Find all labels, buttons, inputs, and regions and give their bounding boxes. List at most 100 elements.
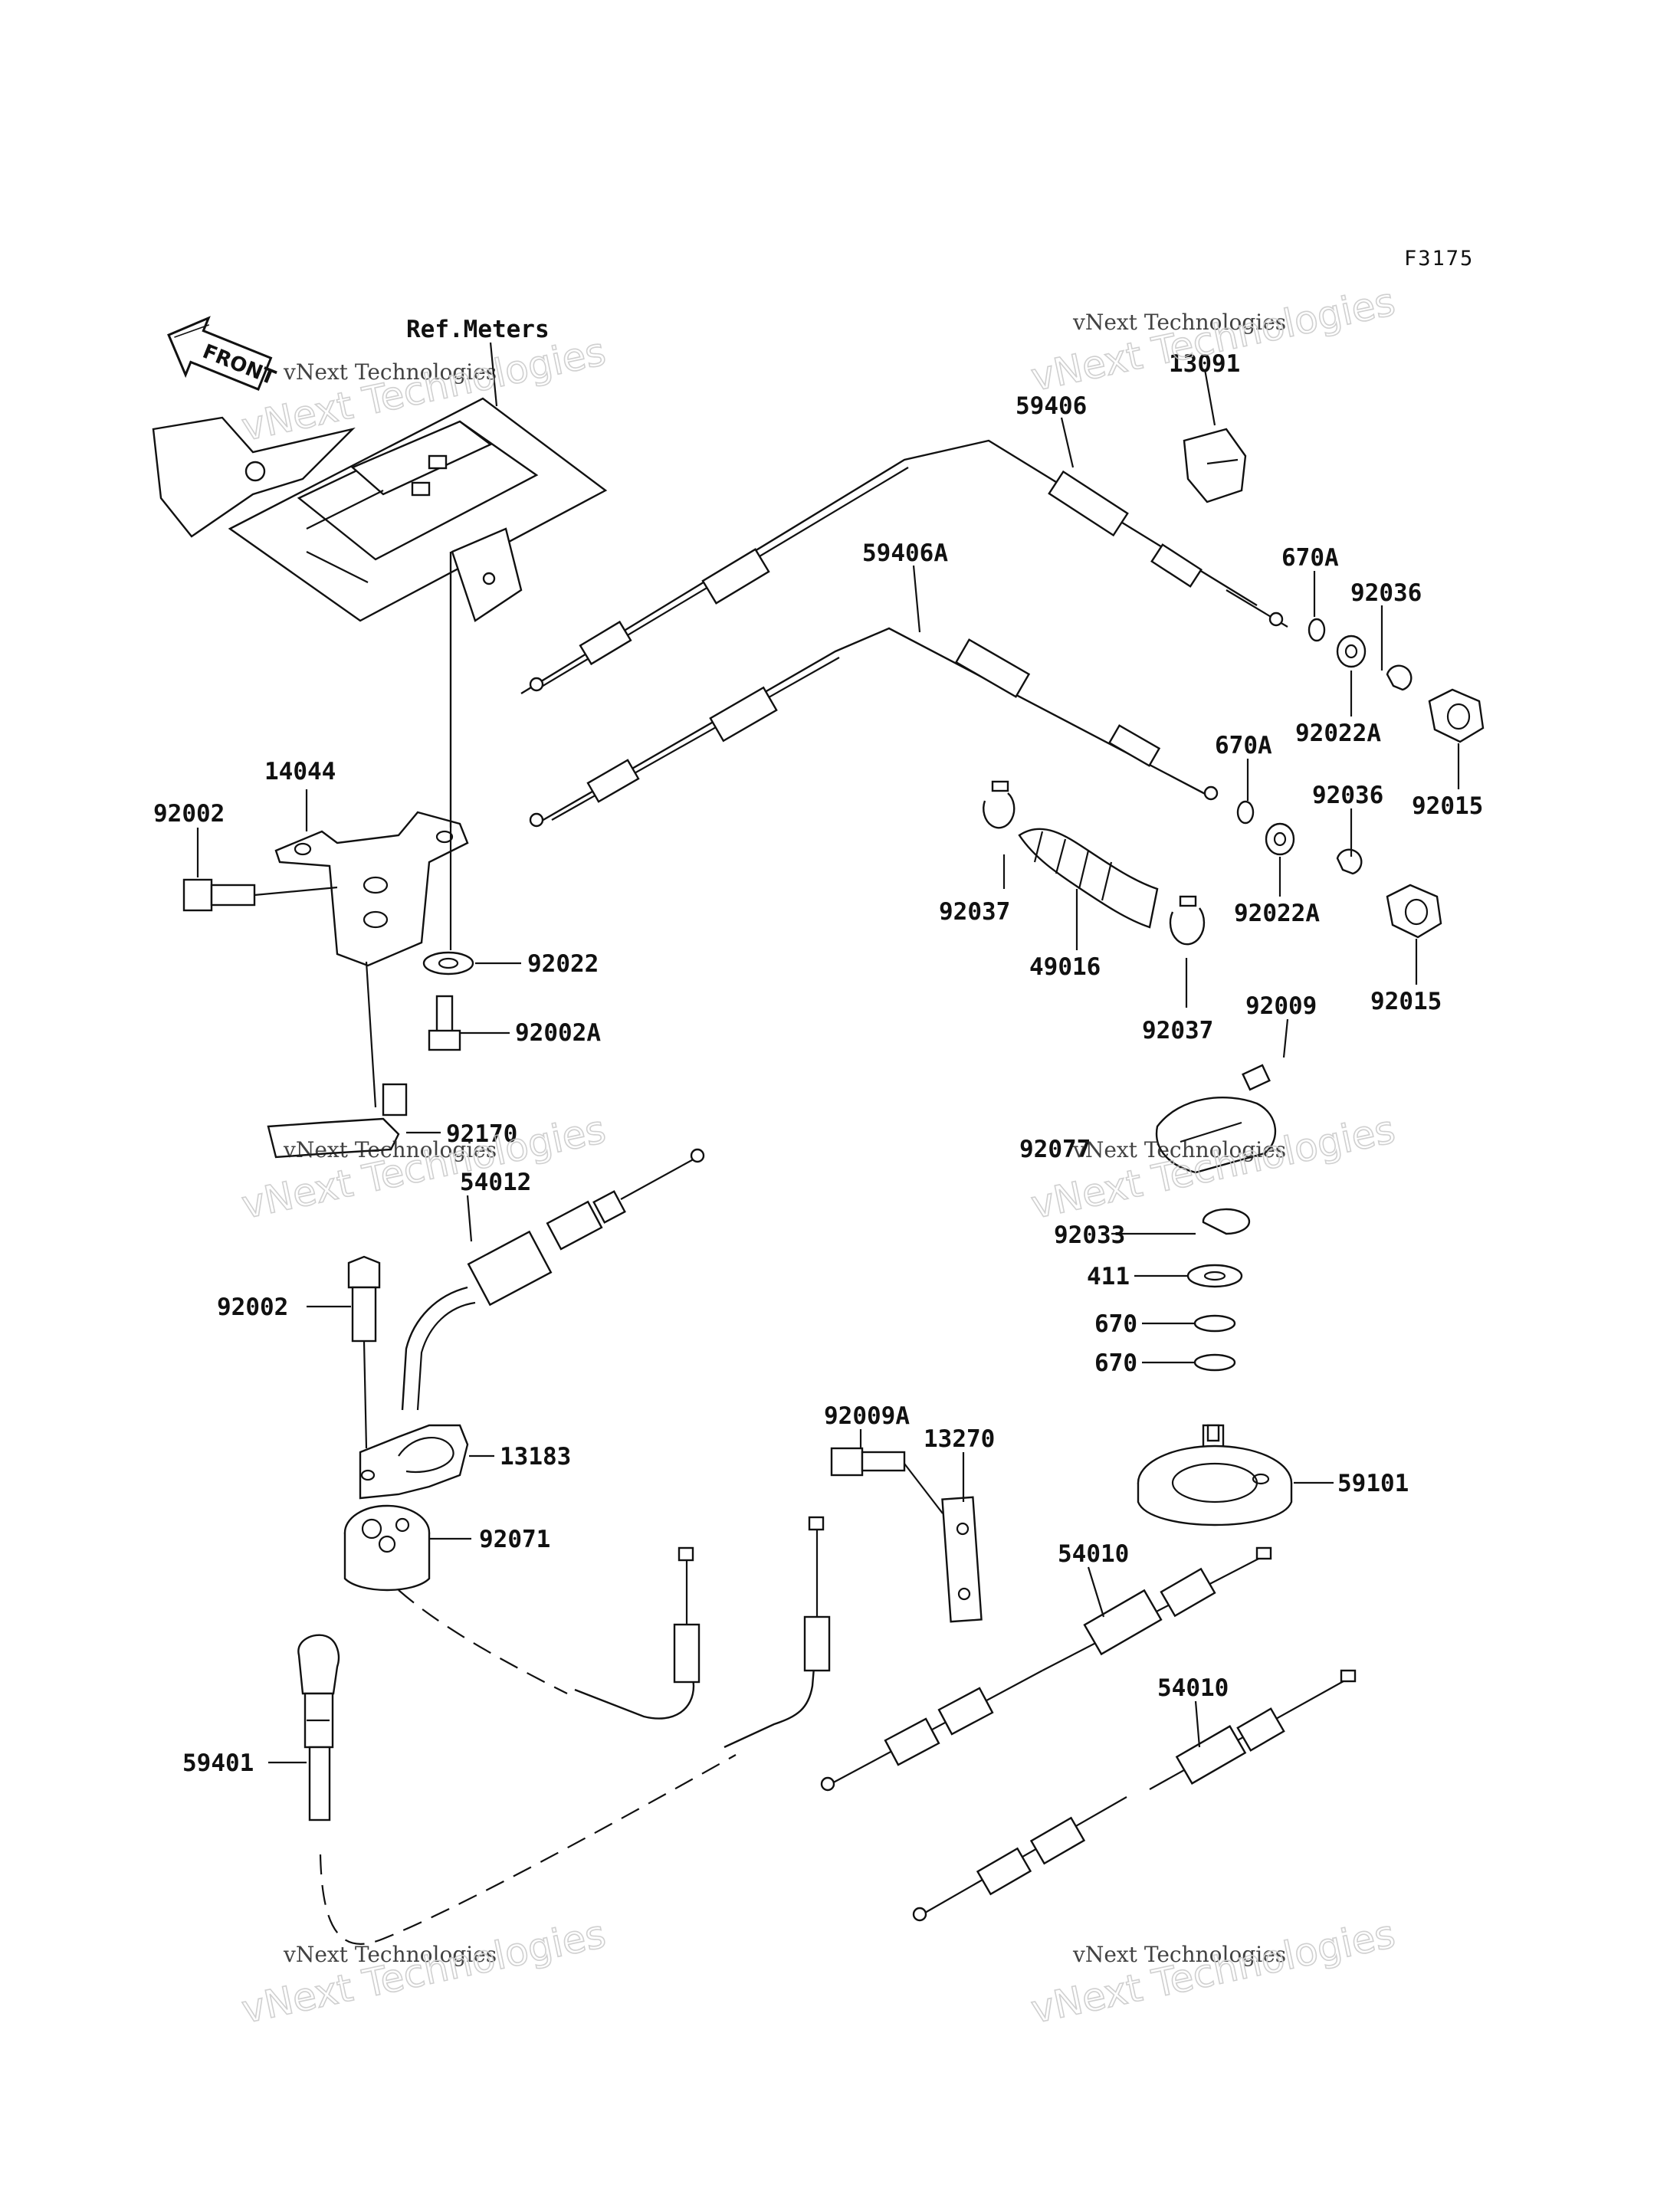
watermark-bottom-right: vNext Technologies vNext Technologies bbox=[1027, 1911, 1399, 2033]
label-92037-1: 92037 bbox=[939, 898, 1010, 926]
svg-text:vNext Technologies: vNext Technologies bbox=[283, 1137, 497, 1162]
rubber-damper-13091 bbox=[1183, 428, 1247, 503]
label-670-1: 670 bbox=[1094, 1310, 1137, 1338]
label-59406A: 59406A bbox=[862, 539, 948, 567]
label-92015-2: 92015 bbox=[1370, 988, 1442, 1015]
knob-59401 bbox=[297, 1634, 340, 1822]
washer-92022A-1 bbox=[1336, 635, 1367, 668]
label-13270: 13270 bbox=[924, 1425, 995, 1453]
label-13091: 13091 bbox=[1169, 350, 1240, 378]
label-54012: 54012 bbox=[460, 1169, 531, 1196]
cable-center-throttle bbox=[724, 1516, 831, 1749]
label-59101: 59101 bbox=[1337, 1470, 1409, 1497]
clamp-92037-1 bbox=[983, 780, 1016, 829]
svg-text:vNext Technologies: vNext Technologies bbox=[283, 1942, 497, 1967]
label-14044: 14044 bbox=[264, 758, 336, 785]
washer-92022 bbox=[422, 951, 474, 976]
oring-670A-1 bbox=[1308, 618, 1326, 642]
label-49016: 49016 bbox=[1029, 953, 1101, 981]
label-670A-1: 670A bbox=[1281, 544, 1339, 572]
leader-13091 bbox=[1203, 369, 1216, 426]
label-92071: 92071 bbox=[479, 1526, 550, 1553]
clip-92036-2 bbox=[1336, 848, 1363, 875]
washer-411 bbox=[1186, 1264, 1243, 1288]
svg-text:vNext Technologies: vNext Technologies bbox=[283, 359, 497, 385]
label-92002-2: 92002 bbox=[217, 1294, 288, 1321]
leader-54010-2 bbox=[1194, 1700, 1201, 1748]
leader-54012 bbox=[466, 1195, 473, 1242]
plate-13270 bbox=[941, 1496, 983, 1623]
watermark-top-right: vNext Technologies vNext Technologies bbox=[1027, 279, 1399, 401]
svg-text:vNext Technologies: vNext Technologies bbox=[238, 1912, 609, 2032]
label-92036-2: 92036 bbox=[1312, 782, 1383, 809]
screw-92009 bbox=[1242, 1018, 1289, 1091]
leader-54010-1 bbox=[1087, 1566, 1105, 1618]
ref-meters-label: Ref.Meters bbox=[406, 316, 550, 343]
bolt-92002A bbox=[428, 995, 461, 1051]
label-670A-2: 670A bbox=[1215, 732, 1272, 759]
oring-670-1 bbox=[1193, 1314, 1236, 1333]
circlip-92033 bbox=[1202, 1208, 1251, 1235]
label-92033: 92033 bbox=[1054, 1221, 1125, 1249]
ref-meters-leader bbox=[489, 342, 498, 407]
label-59406: 59406 bbox=[1016, 392, 1087, 420]
cable-54012 bbox=[401, 1148, 705, 1411]
leader-59406 bbox=[1060, 417, 1075, 468]
label-92002-1: 92002 bbox=[153, 800, 225, 828]
clip-92036-1 bbox=[1386, 664, 1413, 691]
label-13183: 13183 bbox=[500, 1443, 571, 1471]
svg-text:vNext Technologies: vNext Technologies bbox=[1072, 1137, 1286, 1162]
label-92022A-2: 92022A bbox=[1234, 900, 1320, 927]
svg-text:vNext Technologies: vNext Technologies bbox=[1027, 280, 1399, 400]
boot-49016 bbox=[1018, 828, 1159, 929]
label-411: 411 bbox=[1087, 1263, 1130, 1290]
cable-54010-d bbox=[912, 1796, 1127, 1922]
label-92037-2: 92037 bbox=[1142, 1017, 1213, 1044]
plate-13183 bbox=[359, 1424, 469, 1500]
bracket-92170 bbox=[267, 961, 408, 1159]
watermark-bottom-left: vNext Technologies vNext Technologies bbox=[238, 1911, 610, 2033]
label-92077: 92077 bbox=[1019, 1136, 1091, 1163]
oring-670A-2 bbox=[1236, 800, 1255, 825]
bracket-14044 bbox=[274, 811, 469, 967]
cable-54010-c bbox=[1149, 1669, 1357, 1790]
diagram-code: F3175 bbox=[1404, 247, 1474, 271]
bolt-92002-1 bbox=[182, 878, 338, 912]
washer-92022A-2 bbox=[1265, 822, 1295, 856]
cable-center-choke bbox=[574, 1546, 701, 1720]
nut-92015-1 bbox=[1428, 688, 1485, 743]
leader-59406A bbox=[912, 565, 921, 633]
label-59401: 59401 bbox=[182, 1749, 254, 1777]
dash-knob-cable bbox=[319, 1754, 737, 1945]
cable-59406A bbox=[529, 627, 1219, 828]
pulley-59101 bbox=[1137, 1424, 1293, 1526]
label-92022A-1: 92022A bbox=[1295, 720, 1381, 747]
grommet-92071 bbox=[343, 1504, 431, 1592]
label-92009: 92009 bbox=[1245, 992, 1317, 1020]
label-670-2: 670 bbox=[1094, 1349, 1137, 1377]
label-92009A: 92009A bbox=[824, 1402, 910, 1430]
label-92036-1: 92036 bbox=[1350, 579, 1422, 607]
svg-text:vNext Technologies: vNext Technologies bbox=[1027, 1912, 1399, 2032]
label-92022: 92022 bbox=[527, 950, 599, 978]
cover-92077 bbox=[1155, 1097, 1276, 1174]
dash-grommet-cable bbox=[398, 1589, 568, 1694]
label-92015-1: 92015 bbox=[1412, 792, 1483, 820]
clamp-92037-2 bbox=[1169, 895, 1206, 946]
label-92002A: 92002A bbox=[515, 1019, 601, 1047]
front-arrow-icon: FRONT bbox=[167, 316, 279, 392]
bolt-92009A bbox=[830, 1447, 943, 1514]
cable-54010-a bbox=[1042, 1546, 1272, 1671]
cable-59406 bbox=[520, 439, 1288, 695]
label-54010-2: 54010 bbox=[1157, 1674, 1229, 1702]
svg-text:vNext Technologies: vNext Technologies bbox=[1072, 1942, 1286, 1967]
nut-92015-2 bbox=[1386, 884, 1442, 939]
bolt-92002-2 bbox=[347, 1255, 381, 1449]
oring-670-2 bbox=[1193, 1353, 1236, 1372]
label-54010-1: 54010 bbox=[1058, 1540, 1129, 1568]
label-92170: 92170 bbox=[446, 1120, 517, 1148]
svg-text:vNext Technologies: vNext Technologies bbox=[1072, 310, 1286, 335]
cable-54010-b bbox=[820, 1670, 1043, 1792]
